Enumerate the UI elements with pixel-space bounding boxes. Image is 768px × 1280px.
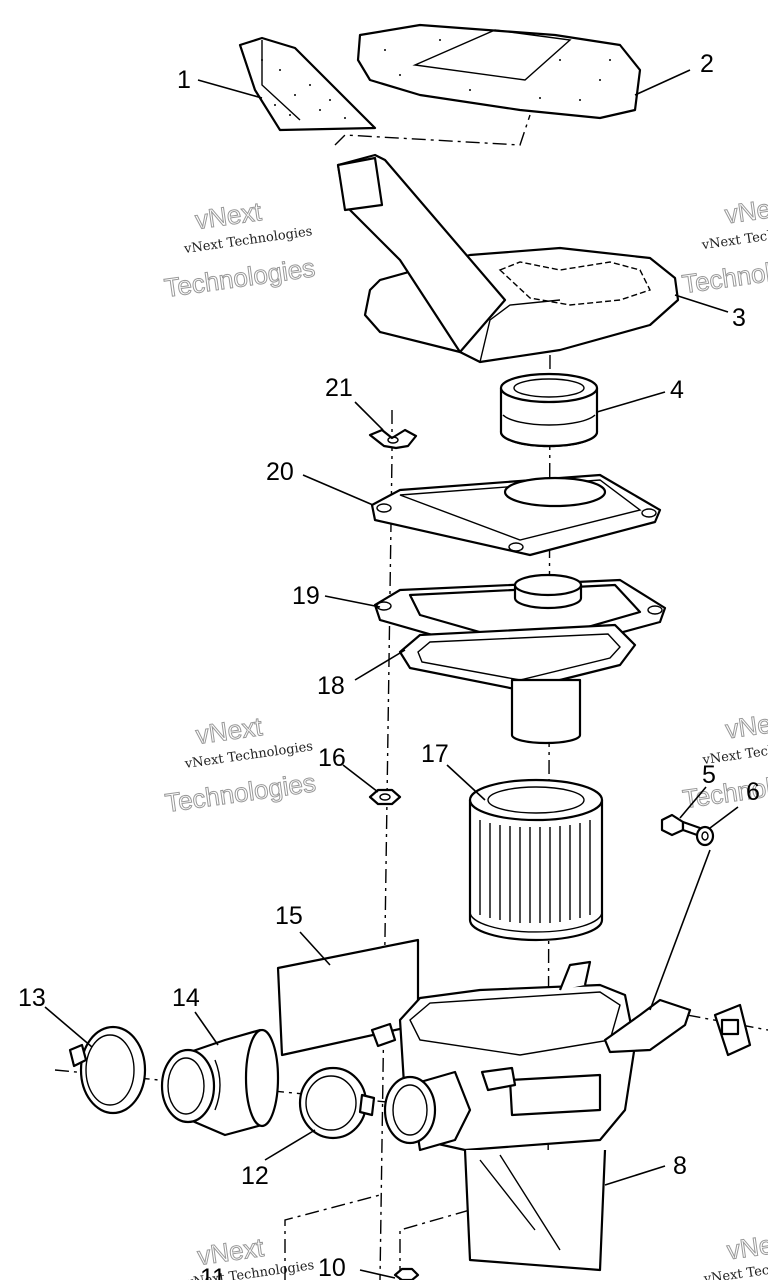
callout-15: 15 [275,902,303,930]
svg-text:Technologies: Technologies [680,248,768,299]
svg-text:vNext: vNext [724,705,768,744]
part-13-clamp [68,1025,147,1115]
callout-11: 11 [200,1264,226,1280]
callout-5: 5 [702,761,716,789]
callout-21: 21 [325,374,353,402]
part-18-gasket [398,623,637,745]
watermark-bottom-right: vNext vNext Technologies [702,1226,768,1280]
callout-17: 17 [421,740,449,768]
callout-4: 4 [670,376,684,404]
watermark-top-right: vNext vNext Technologies Technologies [680,190,768,300]
callout-18: 18 [317,672,345,700]
callout-2: 2 [700,50,714,78]
part-4-coupler [499,372,599,448]
callout-20: 20 [266,458,294,486]
callout-10: 10 [318,1254,346,1280]
part-8-airbox [370,960,692,1272]
callout-6: 6 [746,778,760,806]
part-16-nut [368,788,402,806]
callout-1: 1 [177,66,191,94]
watermark-mid-left: vNext vNext Technologies Technologies [163,711,318,819]
part-5-screw [660,813,702,838]
part-15-decal [276,938,420,1057]
part-2-foam-seal [356,23,642,120]
svg-text:vNext: vNext [723,191,768,230]
part-1-foam-pad [238,36,377,132]
callout-16: 16 [318,744,346,772]
callout-labels: 1 2 3 4 21 20 19 18 16 17 5 6 15 13 14 1… [18,50,760,1280]
leader-lines [44,69,739,1279]
part-14-rubber-boot [160,1028,280,1137]
svg-text:vNext: vNext [725,1226,768,1265]
callout-12: 12 [241,1162,269,1190]
svg-text:Technologies: Technologies [162,252,316,303]
part-21-wing-nut [368,428,418,450]
part-17-air-filter [468,778,604,942]
callout-19: 19 [292,582,320,610]
part-6-washer [695,825,715,847]
callout-3: 3 [732,304,746,332]
part-clip-right [713,1003,752,1057]
svg-text:vNext: vNext [194,711,265,750]
part-20-top-plate [370,473,662,557]
part-10-nut [393,1267,420,1280]
callout-13: 13 [18,984,46,1012]
callout-14: 14 [172,984,200,1012]
part-3-intake-cover [336,153,680,364]
svg-text:vNext: vNext [193,196,264,235]
callout-8: 8 [673,1152,687,1180]
part-12-clamp [298,1066,376,1140]
svg-text:Technologies: Technologies [163,767,317,818]
watermark-top-left: vNext vNext Technologies Technologies [162,196,317,304]
